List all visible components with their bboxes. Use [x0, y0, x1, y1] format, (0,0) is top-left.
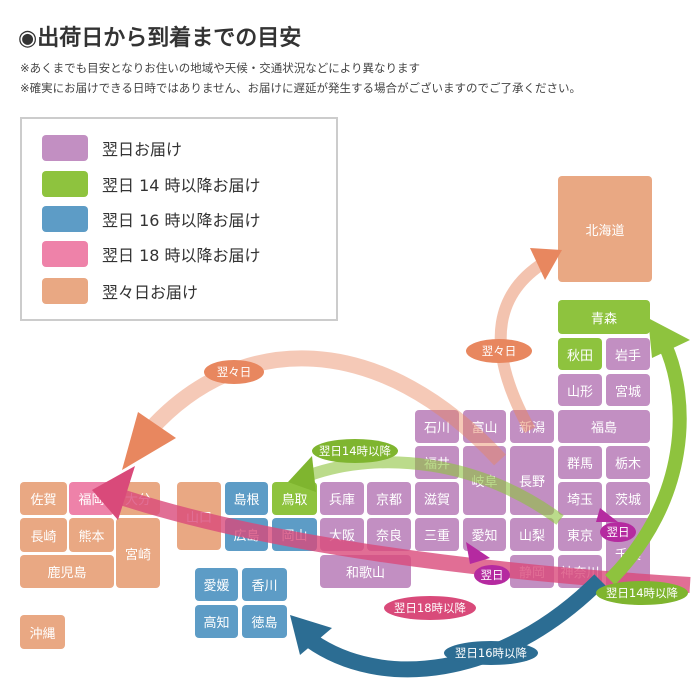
prefecture-yamagata: 山形: [558, 374, 602, 406]
arrow-hokkaido: [494, 256, 549, 433]
note-2: ※確実にお届けできる日時ではありません、お届けに遅延が発生する場合がございますの…: [20, 81, 582, 95]
prefecture-ibaraki: 茨城: [606, 482, 650, 515]
prefecture-kochi: 高知: [195, 605, 238, 638]
page-title: ◉出荷日から到着までの目安: [18, 26, 302, 51]
swatch: [42, 241, 88, 267]
legend-item: 翌日 14 時以降お届け: [42, 171, 261, 197]
prefecture-miyagi: 宮城: [606, 374, 650, 406]
label-saitama: 翌日: [600, 522, 636, 542]
arrow-tottori: [307, 456, 564, 525]
label-tohoku: 翌日14時以降: [596, 581, 688, 605]
legend-item: 翌日お届け: [42, 135, 182, 161]
prefecture-saitama: 埼玉: [558, 482, 602, 515]
note-1: ※あくまでも目安となりお住いの地域や天候・交通状況などにより異なります: [20, 61, 421, 75]
arrow-shikoku: [305, 574, 606, 678]
legend-label: 翌々日お届け: [102, 283, 199, 302]
legend-label: 翌日お届け: [102, 140, 183, 159]
prefecture-mie: 三重: [415, 518, 459, 551]
swatch: [42, 171, 88, 197]
prefecture-iwate: 岩手: [606, 338, 650, 370]
prefecture-aichi: 愛知: [463, 518, 506, 551]
prefecture-yamanashi: 山梨: [510, 518, 554, 551]
prefecture-hokkaido: 北海道: [558, 176, 652, 282]
arrowhead-tottori: [288, 456, 316, 492]
prefecture-fukushima: 福島: [558, 410, 650, 443]
swatch: [42, 278, 88, 304]
label-fukuoka: 翌日18時以降: [384, 596, 476, 620]
legend-label: 翌日 16 時以降お届け: [102, 211, 261, 230]
arrow-fukuoka: [112, 487, 691, 593]
prefecture-kyoto: 京都: [367, 482, 411, 515]
legend-label: 翌日 18 時以降お届け: [102, 246, 261, 265]
prefecture-ishikawa: 石川: [415, 410, 459, 443]
legend: 翌日お届け 翌日 14 時以降お届け 翌日 16 時以降お届け 翌日 18 時以…: [20, 117, 338, 321]
swatch: [42, 206, 88, 232]
prefecture-ehime: 愛媛: [195, 568, 238, 601]
prefecture-shiga: 滋賀: [415, 482, 459, 515]
prefecture-kumamoto: 熊本: [69, 518, 114, 552]
prefecture-aomori: 青森: [558, 300, 650, 334]
legend-label: 翌日 14 時以降お届け: [102, 176, 261, 195]
prefecture-akita: 秋田: [558, 338, 602, 370]
prefecture-tochigi: 栃木: [606, 446, 650, 479]
prefecture-toyama: 富山: [463, 410, 506, 443]
arrowhead-shikoku: [290, 615, 332, 655]
prefecture-shimane: 島根: [225, 482, 268, 515]
swatch: [42, 135, 88, 161]
legend-item: 翌日 16 時以降お届け: [42, 206, 261, 232]
label-shikoku: 翌日16時以降: [444, 641, 538, 665]
prefecture-gunma: 群馬: [558, 446, 602, 479]
label-tottori: 翌日14時以降: [312, 439, 398, 463]
prefecture-okinawa: 沖縄: [20, 615, 65, 649]
prefecture-nagasaki: 長崎: [20, 518, 67, 552]
prefecture-miyazaki: 宮崎: [116, 518, 160, 588]
arrowhead-saitama: [596, 508, 618, 522]
arrowhead-aichi: [466, 542, 490, 564]
label-hokkaido: 翌々日: [466, 339, 532, 363]
prefecture-kagawa: 香川: [242, 568, 287, 601]
legend-item: 翌々日お届け: [42, 278, 198, 304]
arrow-kyushu: [144, 350, 506, 466]
label-aichi: 翌日: [474, 565, 510, 585]
prefecture-tokushima: 徳島: [242, 605, 287, 638]
arrowhead-fukuoka: [92, 466, 135, 520]
prefecture-saga: 佐賀: [20, 482, 67, 515]
arrowhead-hokkaido: [530, 248, 562, 280]
prefecture-tokyo: 東京: [558, 518, 602, 551]
arrowhead-tohoku: [648, 318, 690, 358]
prefecture-hyogo: 兵庫: [320, 482, 364, 515]
legend-item: 翌日 18 時以降お届け: [42, 241, 261, 267]
arrowhead-kyushu: [122, 412, 176, 470]
prefecture-kagoshima: 鹿児島: [20, 555, 114, 588]
label-kyushu: 翌々日: [204, 360, 264, 384]
arrow-tohoku: [605, 342, 687, 585]
